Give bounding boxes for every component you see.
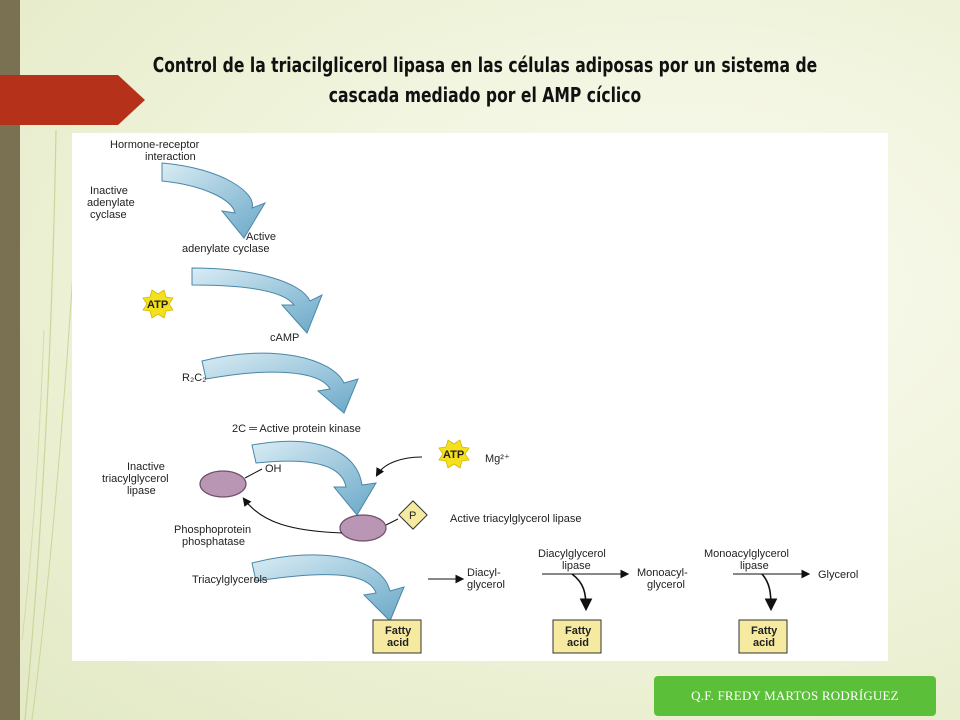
label-inactive-tgl: lipase [127, 485, 156, 497]
label-active-ac: Active [246, 231, 276, 243]
label-fatty-1: Fatty [385, 625, 412, 637]
label-active-tgl: Active triacylglycerol lipase [450, 513, 581, 525]
title-arrow-shape [0, 75, 145, 125]
label-mag: Monoacyl- [637, 567, 688, 579]
label-active-ac: adenylate cyclase [182, 243, 269, 255]
label-dag: Diacyl- [467, 567, 501, 579]
label-hormone: Hormone-receptor [110, 139, 200, 151]
cascade-arrow-4 [251, 440, 377, 516]
atp-star-2 [438, 439, 470, 469]
label-inactive-tgl: Inactive [127, 461, 165, 473]
fatty-acid-box-1 [372, 619, 422, 654]
label-inactive-tgl: triacylglycerol [102, 473, 169, 485]
fatty-acid-box-3 [738, 619, 788, 654]
label-glycerol: Glycerol [818, 569, 858, 581]
fatty-acid-box-2 [552, 619, 602, 654]
cascade-diagram: Hormone-receptor interaction Inactive ad… [72, 133, 888, 661]
cascade-arrow-3 [201, 352, 359, 414]
label-camp: cAMP [270, 332, 299, 344]
label-mag-lipase: lipase [740, 560, 769, 572]
label-dag-lipase: lipase [562, 560, 591, 572]
label-atp-2: ATP [443, 449, 464, 461]
cascade-arrow-5 [251, 554, 405, 622]
label-ppp: phosphatase [182, 536, 245, 548]
inactive-lipase-circle [199, 470, 247, 498]
label-fatty-2: acid [567, 637, 589, 649]
label-inactive-ac: Inactive [90, 185, 128, 197]
label-fatty-3: Fatty [751, 625, 778, 637]
label-mg: Mg²⁺ [485, 453, 510, 465]
author-footer: Q.F. FREDY MARTOS RODRÍGUEZ [654, 676, 936, 716]
label-mag-lipase: Monoacylglycerol [704, 548, 789, 560]
phosphate-diamond [398, 500, 428, 530]
atp-star-1 [142, 289, 174, 319]
label-atp-1: ATP [147, 299, 168, 311]
label-triacylglycerols: Triacylglycerols [192, 574, 268, 586]
label-active-pk: 2C ═ Active protein kinase [232, 423, 361, 435]
left-accent-bar [0, 0, 20, 720]
slide-title: Control de la triacilglicerol lipasa en … [152, 53, 818, 107]
label-ppp: Phosphoprotein [174, 524, 251, 536]
label-mag: glycerol [647, 579, 685, 591]
label-fatty-1: acid [387, 637, 409, 649]
label-hormone: interaction [145, 151, 196, 163]
label-p: P [409, 510, 416, 522]
cascade-arrow-2 [191, 267, 323, 334]
label-r2c2: R₂C₂ [182, 372, 206, 384]
label-dag: glycerol [467, 579, 505, 591]
label-dag-lipase: Diacylglycerol [538, 548, 606, 560]
label-inactive-ac: adenylate [87, 197, 135, 209]
cascade-arrow-1 [161, 162, 267, 239]
label-oh: OH [265, 463, 282, 475]
label-inactive-ac: cyclase [90, 209, 127, 221]
active-lipase-circle [339, 514, 387, 542]
label-fatty-3: acid [753, 637, 775, 649]
label-fatty-2: Fatty [565, 625, 592, 637]
